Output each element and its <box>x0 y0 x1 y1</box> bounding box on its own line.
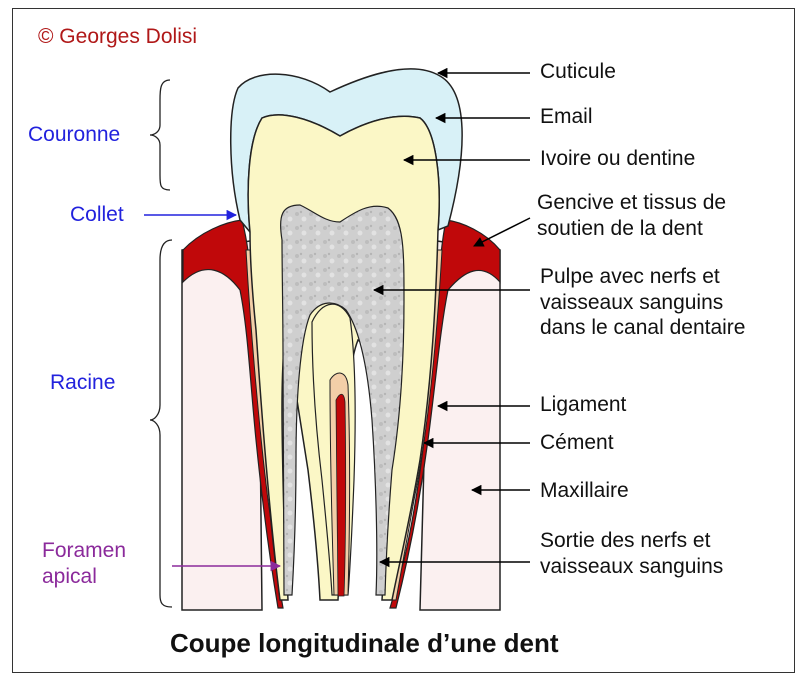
bracket-couronne <box>150 80 170 190</box>
septum-vessels <box>336 394 346 596</box>
label-maxillaire: Maxillaire <box>540 478 629 504</box>
label-ivoire: Ivoire ou dentine <box>540 146 695 172</box>
label-foramen-apical: Foramen apical <box>42 538 126 589</box>
label-gencive: Gencive et tissus de soutien de la dent <box>537 190 726 241</box>
copyright: © Georges Dolisi <box>38 24 197 50</box>
label-collet: Collet <box>70 202 124 228</box>
label-ligament: Ligament <box>540 392 626 418</box>
label-cement: Cément <box>540 430 614 456</box>
label-cuticule: Cuticule <box>540 59 616 85</box>
label-pulpe: Pulpe avec nerfs et vaisseaux sanguins d… <box>540 264 745 341</box>
diagram-title: Coupe longitudinale d’une dent <box>170 628 559 660</box>
bracket-racine <box>150 240 172 607</box>
label-email: Email <box>540 104 593 130</box>
label-couronne: Couronne <box>28 122 120 148</box>
leader-gencive <box>474 218 530 246</box>
label-racine: Racine <box>50 370 115 396</box>
label-sortie: Sortie des nerfs et vaisseaux sanguins <box>540 528 723 579</box>
